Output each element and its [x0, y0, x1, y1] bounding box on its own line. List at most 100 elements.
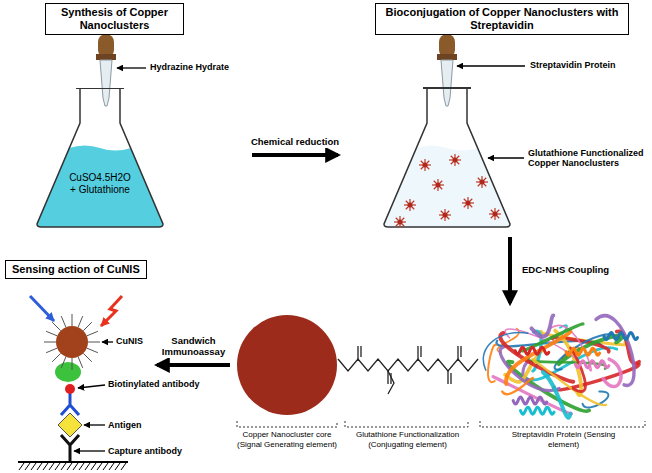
glutathione-chain — [360, 346, 361, 357]
glutathione-shell — [44, 342, 56, 343]
glutathione-shell — [46, 331, 57, 336]
glutathione-chain — [450, 373, 451, 384]
bracket — [237, 421, 645, 427]
sensor-surface — [25, 463, 30, 470]
leader-arrow — [102, 341, 113, 342]
sensor-surface — [55, 463, 60, 470]
glutathione-chain — [338, 346, 478, 394]
step-label: Sandwich Immunoassay — [153, 336, 235, 358]
nanocluster-star — [489, 208, 501, 220]
streptavidin-ribbon — [604, 333, 638, 340]
reagent-text: CuSO4.5H2O + Glutathione — [68, 172, 132, 196]
step-heading: Synthesis of Copper Nanoclusters — [45, 3, 184, 35]
glutathione-shell — [78, 357, 83, 368]
nanocluster-core: Copper Nanocluster core (Signal Generati… — [232, 312, 342, 462]
nanocluster-star — [408, 203, 413, 208]
streptavidin-ribbon — [488, 345, 496, 382]
process-arrow — [157, 363, 230, 367]
glutathione-linker: Glutathione Functionalization (Conjugati… — [345, 312, 470, 462]
callout-label: Biotinylated antibody — [108, 379, 200, 389]
nanocluster-star — [398, 220, 403, 225]
glutathione-shell — [87, 348, 98, 353]
nanocluster-star — [443, 213, 448, 218]
streptavidin-ribbon — [515, 347, 549, 354]
sensor-surface — [73, 463, 78, 470]
component-caption: Glutathione Functionalization (Conjugati… — [345, 430, 470, 449]
bracket — [480, 421, 645, 427]
glutathione-chain — [388, 371, 394, 394]
glutathione-chain — [338, 359, 478, 371]
sensor-surface — [85, 463, 90, 470]
glutathione-shell — [87, 331, 98, 336]
callout-label: CuNIS — [116, 336, 143, 346]
step-panel: Synthesis of Copper NanoclustersCuSO4.5H… — [0, 0, 250, 235]
glutathione-shell — [61, 316, 66, 327]
glutathione-shell — [83, 353, 91, 361]
excitation-arrow — [30, 296, 54, 321]
sensor-surface — [19, 463, 126, 470]
callout-label: Glutathione Functionalized Copper Nanocl… — [528, 148, 648, 169]
glutathione-chain — [447, 371, 448, 384]
glutathione-shell — [72, 314, 73, 326]
nanocluster-core — [237, 315, 337, 415]
reagent-liquid — [37, 146, 163, 228]
dropper — [96, 54, 116, 60]
sensor-surface — [18, 462, 128, 470]
nanocluster-star — [476, 176, 488, 188]
dropper — [437, 34, 457, 106]
nanocluster-star — [394, 216, 406, 228]
dropper — [437, 54, 457, 60]
glutathione-shell — [52, 353, 60, 361]
sensor-surface — [67, 463, 72, 470]
streptavidin-ribbon — [531, 316, 553, 337]
callout-label: Capture antibody — [108, 446, 182, 456]
glutathione-chain — [417, 346, 418, 359]
bracket — [345, 421, 468, 427]
nanocluster-star — [404, 199, 416, 211]
flask-outline — [35, 88, 165, 228]
leader-arrow — [457, 65, 525, 66]
callout-label: Hydrazine Hydrate — [150, 62, 229, 72]
sensor-surface — [61, 463, 66, 470]
leader-arrow — [488, 157, 524, 158]
streptavidin-ribbon — [513, 397, 547, 404]
nanocluster-star — [394, 154, 501, 228]
component-caption: Copper Nanocluster core (Signal Generati… — [232, 430, 342, 449]
sensor-surface — [19, 463, 24, 470]
emission-bolt — [101, 296, 122, 326]
callout-label: Antigen — [108, 420, 142, 430]
glutathione-chain — [357, 346, 358, 359]
nanocluster-star — [493, 212, 498, 217]
nanocluster-star — [432, 179, 444, 191]
leader-arrow — [74, 66, 525, 451]
component-caption: Streptavidin Protein (Sensing element) — [509, 430, 619, 449]
streptavidin-ribbon — [506, 332, 570, 384]
leader-arrow — [117, 67, 146, 68]
nanocluster-star — [436, 183, 441, 188]
glutathione-shell — [46, 348, 57, 353]
sensor-surface — [91, 463, 96, 470]
sensor-surface — [31, 463, 36, 470]
sensor-surface — [43, 463, 48, 470]
nanocluster-star — [480, 180, 485, 185]
process-arrow — [252, 153, 338, 157]
streptavidin-ribbon — [543, 372, 571, 418]
step-label: Chemical reduction — [249, 137, 341, 148]
sensor-surface — [37, 463, 42, 470]
callout-label: Streptavidin Protein — [530, 60, 616, 70]
nanocluster-star — [466, 201, 471, 206]
step-label: EDC-NHS Coupling — [520, 265, 611, 276]
connector-layer — [157, 155, 510, 365]
streptavidin-blob — [55, 362, 81, 382]
streptavidin-ribbon — [566, 348, 600, 355]
glutathione-shell — [52, 322, 60, 330]
leader-arrow — [74, 450, 105, 451]
capture-antibody — [61, 435, 79, 461]
glutathione-chain — [457, 346, 458, 359]
glutathione-chain — [460, 346, 461, 357]
conjugation-flask — [423, 87, 471, 89]
biotinylated-antibody — [61, 393, 79, 415]
step-heading: Bioconjugation of Copper Nanoclusters wi… — [375, 3, 629, 35]
